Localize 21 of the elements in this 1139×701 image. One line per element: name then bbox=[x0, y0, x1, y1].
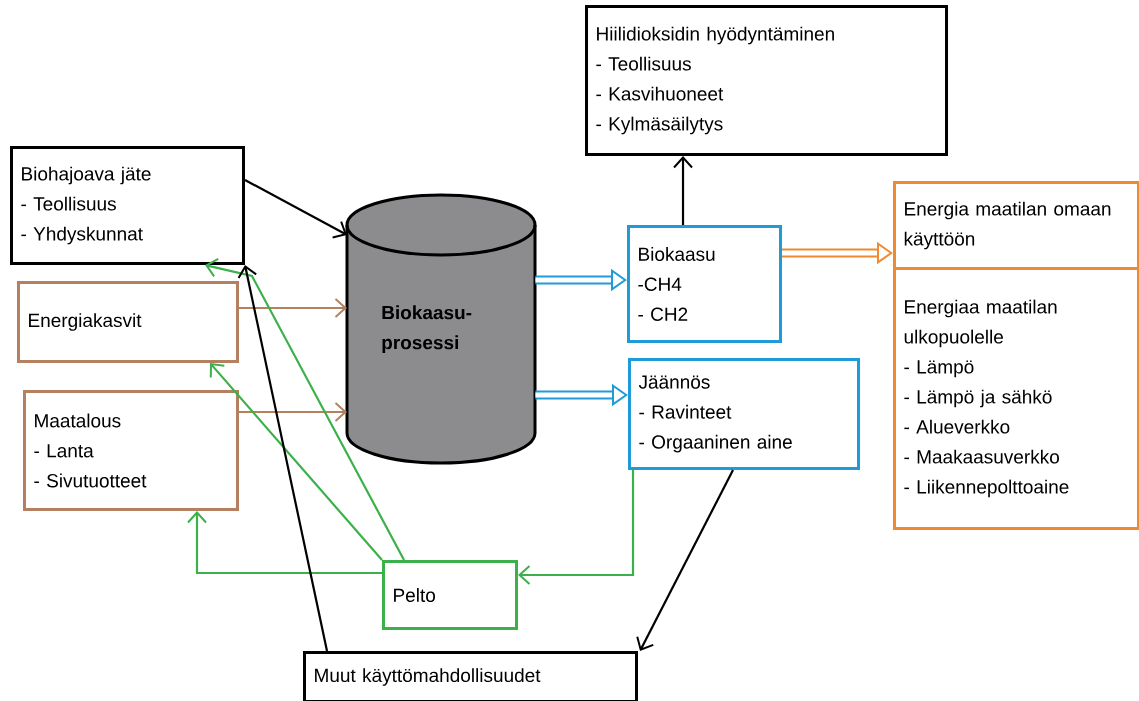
arrow bbox=[239, 298, 347, 318]
text-box: Pelto bbox=[382, 560, 518, 630]
cylinder-tank: Biokaasu-prosessi bbox=[345, 193, 537, 465]
text-box: Maatalous - Lanta - Sivutuotteet bbox=[23, 390, 239, 511]
arrow bbox=[518, 470, 635, 585]
text-box: Energiaa maatilan ulkopuolelle - Lämpö - Lämpö ja sähkö - Alueverkko - Maakaasuverkko - Liikennepolttoaine bbox=[893, 267, 1139, 530]
text-box: Jäännös - Ravinteet - Orgaaninen aine bbox=[628, 358, 860, 470]
text-box: Energiakasvit bbox=[17, 281, 239, 363]
text-box: Biokaasu -CH4 - CH2 bbox=[627, 225, 782, 343]
text-box: Biohajoava jäte - Teollisuus - Yhdyskunnat bbox=[10, 146, 245, 265]
text-box: Energia maatilan omaan käyttöön bbox=[893, 181, 1139, 270]
arrow bbox=[244, 179, 347, 239]
text-box: Hiilidioksidin hyödyntäminen - Teollisuus - Kasvihuoneet - Kylmäsäilytys bbox=[585, 5, 948, 156]
arrow bbox=[673, 156, 693, 225]
arrow bbox=[237, 265, 329, 652]
arrow bbox=[209, 363, 383, 561]
arrow bbox=[187, 511, 382, 575]
arrow bbox=[205, 257, 405, 561]
arrow bbox=[239, 402, 347, 422]
arrow bbox=[636, 469, 734, 651]
text-box: Muut käyttömahdollisuudet bbox=[303, 651, 638, 701]
